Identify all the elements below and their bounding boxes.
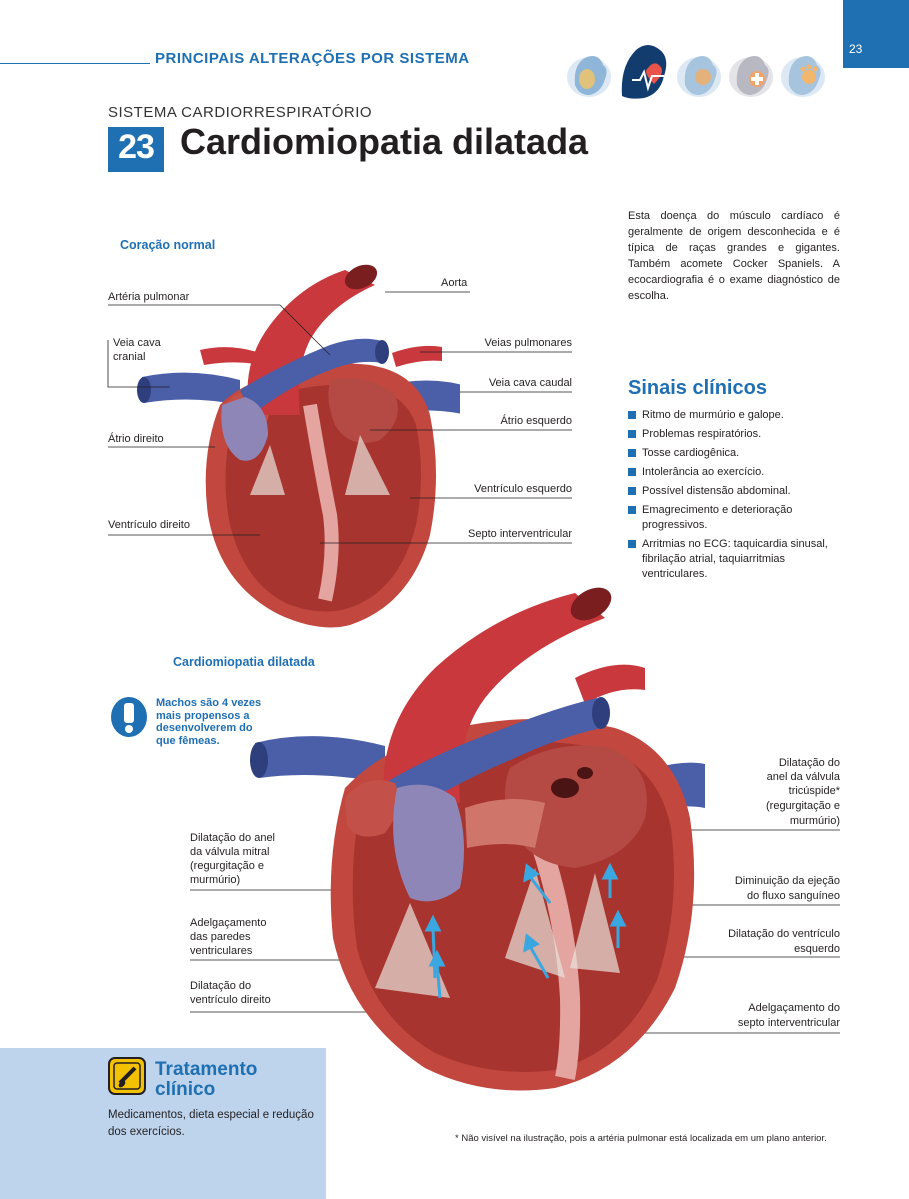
dog-medical-cross-icon: [729, 56, 773, 97]
list-item: Emagrecimento e deterioração progressivo…: [628, 503, 843, 533]
clinical-signs-title: Sinais clínicos: [628, 377, 767, 399]
label-atrio-esquerdo: Átrio esquerdo: [500, 415, 572, 427]
intro-paragraph: Esta doença do músculo cardíaco é geralm…: [628, 210, 840, 302]
label-ventriculo-esquerdo: Ventrículo esquerdo: [474, 483, 572, 495]
label-veia-cava-cranial-2: cranial: [113, 351, 146, 363]
label-veias-pulmonares: Veias pulmonares: [484, 337, 572, 349]
dog-kidney-icon: [567, 56, 611, 97]
list-item: Arritmias no ECG: taquicardia sinusal, f…: [628, 537, 843, 582]
running-header-title: PRINCIPAIS ALTERAÇÕES POR SISTEMA: [155, 50, 470, 67]
header-rule: [0, 63, 150, 64]
label-paredes-1: Adelgaçamento: [190, 917, 267, 929]
bullet-square-icon: [628, 449, 636, 457]
dog-digestive-icon: [677, 56, 721, 97]
footnote: * Não visível na ilustração, pois a arté…: [455, 1133, 827, 1144]
dilated-heart-illustration: [250, 587, 705, 1091]
label-arteria-pulmonar: Artéria pulmonar: [108, 291, 190, 303]
bullet-square-icon: [628, 487, 636, 495]
page-title: Cardiomiopatia dilatada: [180, 121, 589, 162]
label-ejecao-2: do fluxo sanguíneo: [747, 890, 840, 902]
bullet-square-icon: [628, 430, 636, 438]
clinical-signs-list: Ritmo de murmúrio e galope. Problemas re…: [628, 408, 843, 586]
label-ve-1: Dilatação do ventrículo: [728, 928, 840, 940]
list-item: Ritmo de murmúrio e galope.: [628, 408, 843, 423]
label-tric-4: (regurgitação e: [766, 800, 840, 812]
label-tric-3: tricúspide*: [788, 785, 840, 797]
label-vd-2: ventrículo direito: [190, 994, 271, 1006]
list-item: Intolerância ao exercício.: [628, 465, 843, 480]
label-mitral-1: Dilatação do anel: [190, 832, 276, 844]
label-septo-2: septo interventricular: [737, 1017, 840, 1029]
treatment-title: Tratamento clínico: [155, 1059, 258, 1100]
chapter-number-box: [108, 127, 164, 172]
label-aorta: Aorta: [441, 277, 468, 289]
label-septo-interventricular: Septo interventricular: [468, 528, 572, 540]
chapter-number: 23: [118, 128, 155, 166]
label-tric-2: anel da válvula: [766, 771, 840, 783]
section-label: SISTEMA CARDIORRESPIRATÓRIO: [108, 104, 373, 121]
label-ventriculo-direito: Ventrículo direito: [108, 519, 190, 531]
label-atrio-direito: Átrio direito: [108, 433, 164, 445]
label-ve-2: esquerdo: [794, 943, 840, 955]
list-item: Possível distensão abdominal.: [628, 484, 843, 499]
label-mitral-3: (regurgitação e: [190, 860, 264, 872]
label-septo-1: Adelgaçamento do: [748, 1002, 840, 1014]
bullet-square-icon: [628, 468, 636, 476]
label-tric-5: murmúrio): [789, 815, 840, 827]
label-ejecao-1: Diminuição da ejeção: [734, 875, 840, 887]
list-item: Problemas respiratórios.: [628, 427, 843, 442]
label-paredes-3: ventriculares: [190, 945, 253, 957]
bullet-square-icon: [628, 411, 636, 419]
normal-heart-title: Coração normal: [120, 238, 216, 252]
label-veia-cava-caudal: Veia cava caudal: [488, 377, 572, 389]
normal-heart-illustration: [137, 264, 460, 628]
page-number: 23: [849, 42, 863, 56]
bullet-square-icon: [628, 540, 636, 548]
dilated-heart-title: Cardiomiopatia dilatada: [173, 655, 315, 669]
label-mitral-2: da válvula mitral: [190, 846, 270, 858]
dog-paw-icon: [781, 56, 825, 97]
page-number-tab: [843, 0, 909, 68]
warning-note: Machos são 4 vezes mais propensos a dese…: [156, 697, 262, 747]
label-tric-1: Dilatação do: [778, 757, 840, 769]
list-item: Tosse cardiogênica.: [628, 446, 843, 461]
syringe-pill-icon: [108, 1057, 146, 1095]
dog-heart-icon: [621, 45, 667, 99]
label-paredes-2: das paredes: [190, 931, 251, 943]
treatment-text: Medicamentos, dieta especial e redução d…: [108, 1109, 314, 1138]
exclamation-warning-icon: [111, 697, 147, 737]
label-veia-cava-cranial-1: Veia cava: [113, 337, 161, 349]
label-mitral-4: murmúrio): [190, 874, 241, 886]
bullet-square-icon: [628, 506, 636, 514]
label-vd-1: Dilatação do: [190, 980, 252, 992]
treatment-panel: [0, 1048, 326, 1199]
